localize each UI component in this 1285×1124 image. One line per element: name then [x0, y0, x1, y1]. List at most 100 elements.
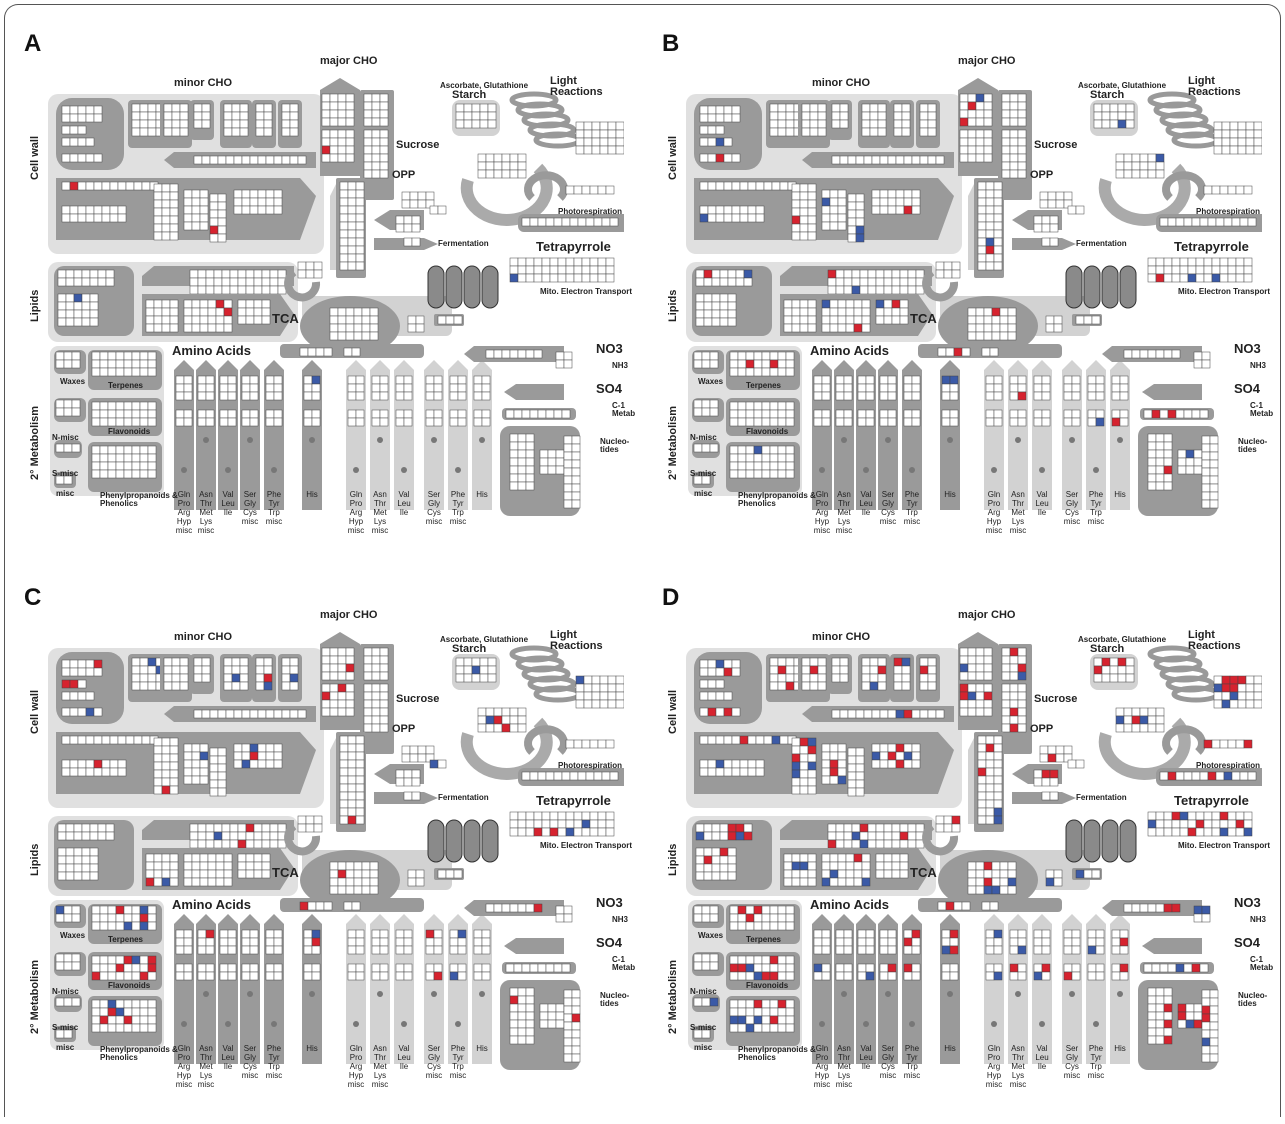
bin-cell — [1001, 109, 1011, 119]
bin-cell — [1083, 315, 1093, 325]
bin-cell — [911, 189, 921, 199]
bin-cell — [1227, 827, 1237, 837]
bin-cell — [891, 869, 901, 879]
aa-grid — [1087, 963, 1105, 981]
bin-cell — [699, 659, 709, 669]
bin-cell — [761, 401, 771, 411]
bin-cell — [91, 1007, 101, 1017]
label-minor-cho: minor CHO — [174, 77, 233, 89]
bin-cell — [821, 929, 831, 939]
bin-cell — [55, 443, 65, 453]
bin-cell — [241, 417, 251, 427]
bin-cell — [999, 307, 1009, 317]
label-starch: Starch — [1090, 89, 1125, 101]
bin-cell — [239, 665, 249, 675]
bin-cell — [463, 657, 473, 667]
bin-cell — [1087, 391, 1097, 401]
bin-cell — [801, 665, 811, 675]
bin-cell — [1221, 699, 1231, 709]
bin-cell — [415, 869, 425, 879]
bin-cell — [241, 409, 251, 419]
bin-cell — [115, 351, 125, 361]
bin-cell — [265, 391, 275, 401]
bin-cell — [1201, 989, 1211, 999]
bin-cell — [827, 831, 837, 841]
bin-cell — [99, 1007, 109, 1017]
bin-cell — [223, 323, 233, 333]
bin-cell — [553, 217, 563, 227]
bin-cell — [993, 971, 1003, 981]
bin-cell — [813, 937, 823, 947]
bin-cell — [1017, 937, 1027, 947]
bin-cell — [835, 391, 845, 401]
bin-cell — [289, 673, 299, 683]
bin-cell — [265, 409, 275, 419]
bin-cell — [131, 665, 141, 675]
bin-cell — [729, 409, 739, 419]
bin-cell — [219, 391, 229, 401]
aa-dot — [479, 991, 485, 997]
aa-dot — [1039, 1021, 1045, 1027]
bin-cell — [1017, 963, 1027, 973]
bin-cell — [1179, 257, 1189, 267]
bin-cell — [371, 153, 381, 163]
bin-cell — [563, 989, 573, 999]
bin-cell — [1221, 691, 1231, 701]
bin-cell — [1111, 409, 1121, 419]
bin-cell — [237, 869, 247, 879]
bin-cell — [1193, 1003, 1203, 1013]
bin-cell — [525, 1019, 535, 1029]
bin-cell — [977, 229, 987, 239]
bin-cell — [363, 145, 373, 155]
bin-cell — [537, 771, 547, 781]
bin-cell — [831, 709, 841, 719]
bin-cell — [541, 811, 551, 821]
bin-cell — [147, 409, 157, 419]
bin-cell — [169, 753, 179, 763]
bin-cell — [1227, 811, 1237, 821]
bin-cell — [827, 285, 837, 295]
bin-cell — [161, 215, 171, 225]
aa-bar-grid — [981, 347, 999, 357]
bin-cell — [197, 269, 207, 279]
bin-cell — [813, 945, 823, 955]
bin-cell — [999, 323, 1009, 333]
bin-cell — [941, 383, 951, 393]
bin-cell — [221, 831, 231, 841]
bin-cell — [115, 963, 125, 973]
bin-cell — [729, 955, 739, 965]
bin-cell — [289, 127, 299, 137]
bin-cell — [605, 739, 615, 749]
bin-cell — [777, 445, 787, 455]
bin-cell — [1095, 937, 1105, 947]
bin-cell — [245, 285, 255, 295]
bin-cell — [457, 375, 467, 385]
bin-cell — [785, 1015, 795, 1025]
bin-cell — [555, 905, 565, 915]
bin-cell — [761, 955, 771, 965]
bin-cell — [93, 113, 103, 123]
bin-cell — [107, 417, 117, 427]
bin-cell — [315, 347, 325, 357]
bin-cell — [865, 945, 875, 955]
label-nh3: NH3 — [1250, 361, 1267, 370]
label-minor-cho: minor CHO — [174, 631, 233, 643]
bin-cell — [601, 217, 611, 227]
bin-cell — [777, 359, 787, 369]
bin-cell — [607, 129, 617, 139]
bin-cell — [1201, 1013, 1211, 1023]
aa-grid — [1111, 409, 1129, 427]
bin-cell — [169, 877, 179, 887]
bin-cell — [345, 117, 355, 127]
bin-cell — [607, 121, 617, 131]
bin-cell — [899, 277, 909, 287]
bin-cell — [265, 189, 275, 199]
calvin-grid — [477, 153, 527, 179]
aa-dot — [377, 437, 383, 443]
bin-cell — [85, 113, 95, 123]
bin-cell — [571, 1029, 581, 1039]
bin-cell — [57, 309, 67, 319]
label-sucrose: Sucrose — [396, 693, 440, 705]
aa-column-label: Gln Pro Arg Hyp misc — [813, 490, 831, 535]
aa-grid — [265, 409, 283, 427]
